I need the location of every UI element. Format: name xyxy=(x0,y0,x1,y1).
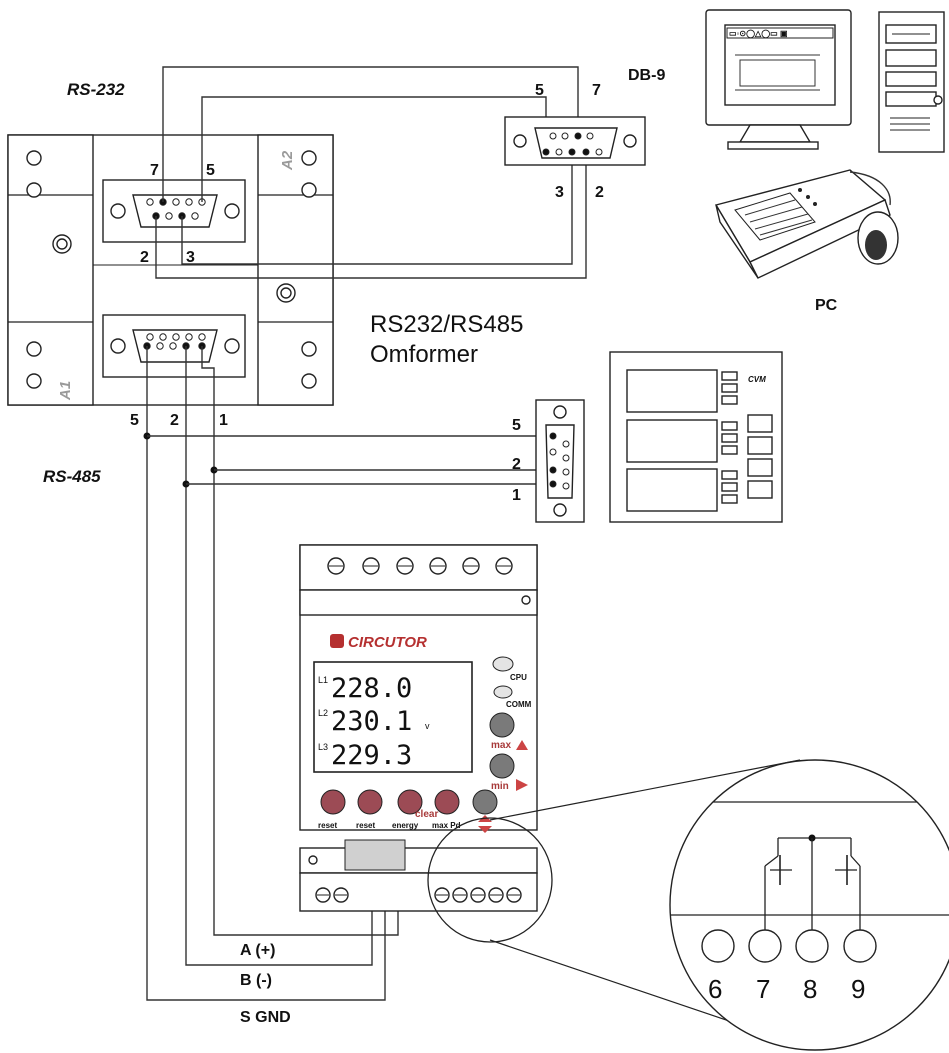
lcd-reading: 230.1 xyxy=(331,706,412,737)
reset-button-2[interactable] xyxy=(357,789,383,815)
pin-label: 5 xyxy=(130,412,139,429)
rs485-wire-5 xyxy=(146,346,386,1001)
max-button[interactable] xyxy=(489,712,515,738)
up-arrow-icon xyxy=(516,740,528,750)
pin-label: 2 xyxy=(170,412,179,429)
min-button[interactable] xyxy=(489,753,515,779)
lcd-unit: v xyxy=(425,721,430,731)
rs232-wire-7 xyxy=(162,66,579,202)
bottom-terminal-screws xyxy=(315,887,522,903)
terminal-number: 7 xyxy=(756,974,770,1004)
lcd-phase-label: L1 xyxy=(318,675,328,685)
converter-title-line2: Omformer xyxy=(370,341,478,368)
max-button-label: max xyxy=(491,740,511,751)
min-button-label: min xyxy=(491,781,509,792)
scroll-button[interactable] xyxy=(472,789,498,815)
brand-logo-icon xyxy=(330,634,344,648)
lcd-reading: 229.3 xyxy=(331,740,412,771)
rs232-label: RS-232 xyxy=(67,80,125,99)
up-down-arrow-icon xyxy=(478,815,492,833)
converter-rs485-port xyxy=(102,314,246,378)
relay-outputs-schematic xyxy=(764,834,861,932)
lcd-display xyxy=(313,661,473,773)
cvm-db9-connector xyxy=(535,399,585,523)
zoom-detail-circle xyxy=(669,759,949,1051)
zoom-source-circle xyxy=(427,817,553,943)
brand-name: CIRCUTOR xyxy=(348,634,427,651)
converter-title-line1: RS232/RS485 xyxy=(370,311,523,338)
terminal-number: 8 xyxy=(803,974,817,1004)
converter-rs232-port xyxy=(102,179,246,243)
pc-tower-icon xyxy=(878,11,945,153)
circutor-meter: CIRCUTOR L1 228.0 L2 230.1 v L3 229.3 CP… xyxy=(299,544,538,912)
db9-label: DB-9 xyxy=(628,67,665,84)
comm-led-label: COMM xyxy=(506,700,532,709)
max-pd-button[interactable] xyxy=(434,789,460,815)
rs485-label: RS-485 xyxy=(43,467,101,486)
bus-b-label: B (-) xyxy=(240,972,272,989)
pin-label: 1 xyxy=(512,487,521,504)
button-label: energy xyxy=(392,821,419,830)
a2-label: A2 xyxy=(279,150,296,171)
terminal-number: 6 xyxy=(708,974,722,1004)
pin-label: 7 xyxy=(592,82,601,99)
rs232-wire-3 xyxy=(181,153,573,265)
rs232-wire-2 xyxy=(155,153,587,279)
bus-a-label: A (+) xyxy=(240,942,275,959)
keyboard-icon xyxy=(714,169,891,279)
mouse-icon xyxy=(849,171,899,265)
rs485-socket xyxy=(344,839,406,871)
converter-unit: A2 A1 xyxy=(7,134,334,406)
button-label: reset xyxy=(318,821,337,830)
clear-label: clear xyxy=(415,809,438,820)
cpu-led xyxy=(492,656,514,672)
pc-monitor-icon: ▭◦⊙◯△◯▭ ▣ xyxy=(705,9,852,150)
lcd-phase-label: L3 xyxy=(318,742,328,752)
pin-label: 2 xyxy=(140,249,149,266)
pin-label: 5 xyxy=(512,417,521,434)
cpu-led-label: CPU xyxy=(510,673,527,682)
pin-label: 3 xyxy=(186,249,195,266)
terminal-number: 9 xyxy=(851,974,865,1004)
pin-label: 5 xyxy=(206,162,215,179)
button-label: max Pd xyxy=(432,821,461,830)
energy-button[interactable] xyxy=(397,789,423,815)
reset-button-1[interactable] xyxy=(320,789,346,815)
pc-label: PC xyxy=(815,297,838,314)
pin-label: 5 xyxy=(535,82,544,99)
pin-label: 3 xyxy=(555,184,564,201)
lcd-phase-label: L2 xyxy=(318,708,328,718)
comm-led xyxy=(493,685,513,699)
terminal-circles xyxy=(701,929,877,963)
a1-label: A1 xyxy=(57,381,74,401)
svg-text:▭◦⊙◯△◯▭ ▣: ▭◦⊙◯△◯▭ ▣ xyxy=(729,29,788,39)
top-terminal-screws xyxy=(327,557,513,575)
rs485-wire-1 xyxy=(201,346,399,936)
lcd-reading: 228.0 xyxy=(331,673,412,704)
bus-gnd-label: S GND xyxy=(240,1009,291,1026)
pin-label: 2 xyxy=(512,456,521,473)
right-arrow-icon xyxy=(516,779,528,791)
button-label: reset xyxy=(356,821,375,830)
pin-label: 7 xyxy=(150,162,159,179)
pc-db9-connector xyxy=(504,116,646,166)
cvm-meter-icon xyxy=(609,351,783,523)
pin-label: 2 xyxy=(595,184,604,201)
cvm-label: CVM xyxy=(748,375,766,384)
pin-label: 1 xyxy=(219,412,228,429)
